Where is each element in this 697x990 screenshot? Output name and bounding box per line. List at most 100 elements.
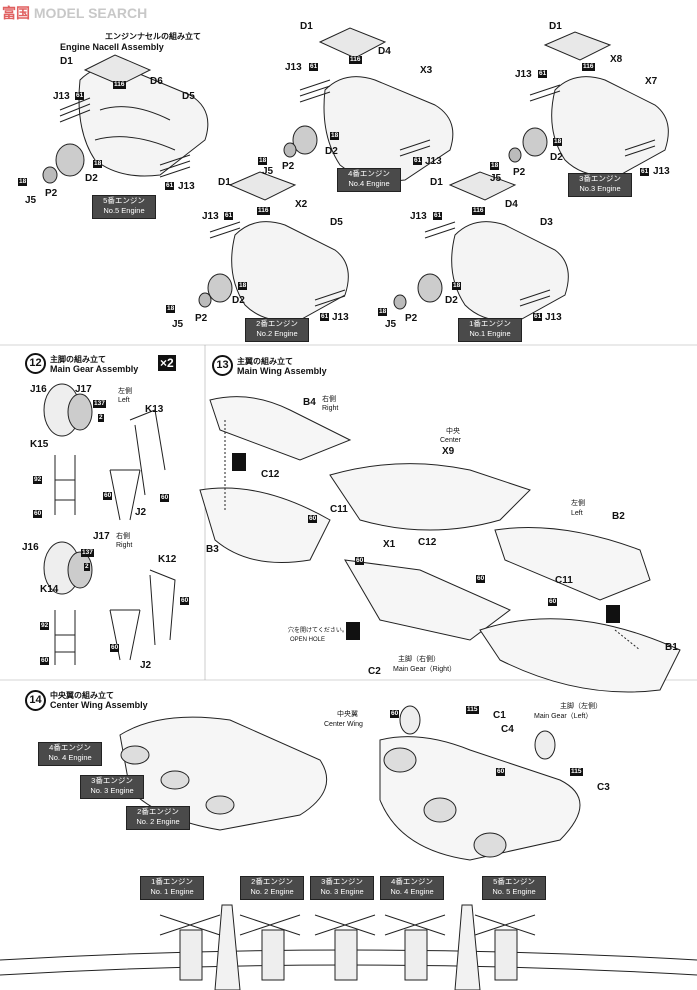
bottom-engine-label-4: 4番エンジン No. 4 Engine [380,876,444,900]
wing-right-ja: 右側 [322,396,336,403]
bottom-engine-label-4-en: No. 4 Engine [390,887,434,896]
paint-60-wing-a: 60 [308,515,318,523]
nacelle-no5-drawing [42,54,209,184]
paint-18-no1-b: 18 [452,282,462,290]
part-c12: C12 [261,469,280,480]
step14-number: 14 [25,690,46,711]
part-d5: D5 [182,91,195,102]
engine-label-no1-ja: 1番エンジン [469,319,511,328]
nacelle-no1-drawing [393,171,569,322]
paint-18-no3: 18 [490,162,500,170]
part-k15: K15 [30,439,49,450]
gear-left-label-ja: 主脚（左側） [560,703,602,710]
part-d2-no1: D2 [445,295,458,306]
part-c3: C3 [597,782,610,793]
cw-engine-label-no4-ja: 4番エンジン [49,743,91,752]
paint-18-no1: 18 [378,308,388,316]
engine-label-no1: 1番エンジン No.1 Engine [458,318,522,342]
paint-60-wing-b: 60 [355,557,365,565]
bottom-engine-label-3: 3番エンジン No. 3 Engine [310,876,374,900]
paint-116-no1: 116 [472,207,485,215]
part-j13-no1-b: J13 [545,312,562,323]
step13-title-ja: 主翼の組み立て [237,357,293,366]
part-p2-no2: P2 [195,313,208,324]
engine-label-no3-ja: 3番エンジン [579,174,621,183]
part-d1-no3: D1 [549,21,562,32]
part-x2: X2 [295,199,308,210]
part-d5-no2: D5 [330,217,343,228]
part-d6: D6 [150,76,163,87]
part-d1-no4: D1 [300,21,313,32]
part-b1: B1 [665,642,678,653]
part-d1: D1 [60,56,73,67]
wing-center-ja: 中央 [446,428,460,435]
part-c12-b: C12 [418,537,437,548]
part-j5-no4: J5 [262,166,274,177]
part-x7: X7 [645,76,658,87]
wing-center-en: Center [440,437,462,444]
part-j5: J5 [25,195,37,206]
paint-18-b: 18 [93,160,103,168]
paint-61-no3: 61 [538,70,548,78]
main-wing-drawing [199,396,681,693]
paint-61-no4-b: 61 [413,157,423,165]
center-wing-ja: 中央翼 [337,711,358,718]
gear-right-en: Right [116,542,133,549]
cw-engine-label-no4: 4番エンジン No. 4 Engine [38,742,102,766]
engine-label-no5-en: No.5 Engine [103,206,145,215]
part-j13-no4-b: J13 [425,156,442,167]
engine-label-no3-en: No.3 Engine [579,184,621,193]
part-j16: J16 [30,384,47,395]
paint-60-cw: 60 [390,710,400,718]
bottom-engine-label-2-en: No. 2 Engine [250,887,294,896]
part-j13-no4: J13 [285,62,302,73]
engine-label-no3: 3番エンジン No.3 Engine [568,173,632,197]
paint-18-no2-b: 18 [238,282,248,290]
engine-label-no4-en: No.4 Engine [348,179,390,188]
watermark-search: SEARCH [88,5,148,21]
paint-60-b: 60 [160,494,170,502]
part-d2-no4: D2 [325,146,338,157]
part-d2: D2 [85,173,98,184]
wing-left-en: Left [571,510,583,517]
step12-title-ja: 主脚の組み立て [50,355,106,364]
nacelle-no4-drawing [283,27,454,182]
paint-60-right: 60 [40,657,50,665]
part-x9: X9 [442,446,455,457]
part-p2-no3: P2 [513,167,526,178]
part-d2-no2: D2 [232,295,245,306]
part-j16-right: J16 [22,542,39,553]
paint-18-no4: 18 [258,157,268,165]
paint-115: 115 [466,706,479,714]
main-gear-left-drawing [43,383,166,521]
paint-116-no3: 116 [582,63,595,71]
paint-60-wing-d: 60 [548,598,558,606]
paint-61-no4: 61 [309,63,319,71]
part-d4: D4 [378,46,391,57]
paint-60: 60 [33,510,43,518]
paint-115-b: 115 [570,768,583,776]
engine-label-no5-ja: 5番エンジン [103,196,145,205]
bottom-engine-label-5-ja: 5番エンジン [493,877,535,886]
paint-60-right-b: 60 [180,597,190,605]
paint-61-no1-b: 61 [533,313,543,321]
part-j13-b: J13 [178,181,195,192]
part-c11-b: C11 [555,575,573,586]
watermark: 富国 MODEL SEARCH [2,3,147,23]
part-d4-no1: D4 [505,199,518,210]
step13-title-en: Main Wing Assembly [237,366,327,376]
open-hole-en: OPEN HOLE [290,637,326,643]
bottom-engine-label-2-ja: 2番エンジン [251,877,293,886]
cw-engine-label-no2: 2番エンジン No. 2 Engine [126,806,190,830]
step11-title-ja: エンジンナセルの組み立て [105,32,201,41]
gear-right-label-en: Main Gear（Right） [393,666,457,673]
part-j17: J17 [75,384,92,395]
part-j2-right: J2 [140,660,152,671]
wing-left-ja: 左側 [571,500,585,507]
nacelle-no3-drawing [508,31,669,177]
part-d3: D3 [540,217,553,228]
cw-engine-label-no2-ja: 2番エンジン [137,807,179,816]
part-j13-no2: J13 [202,211,219,222]
